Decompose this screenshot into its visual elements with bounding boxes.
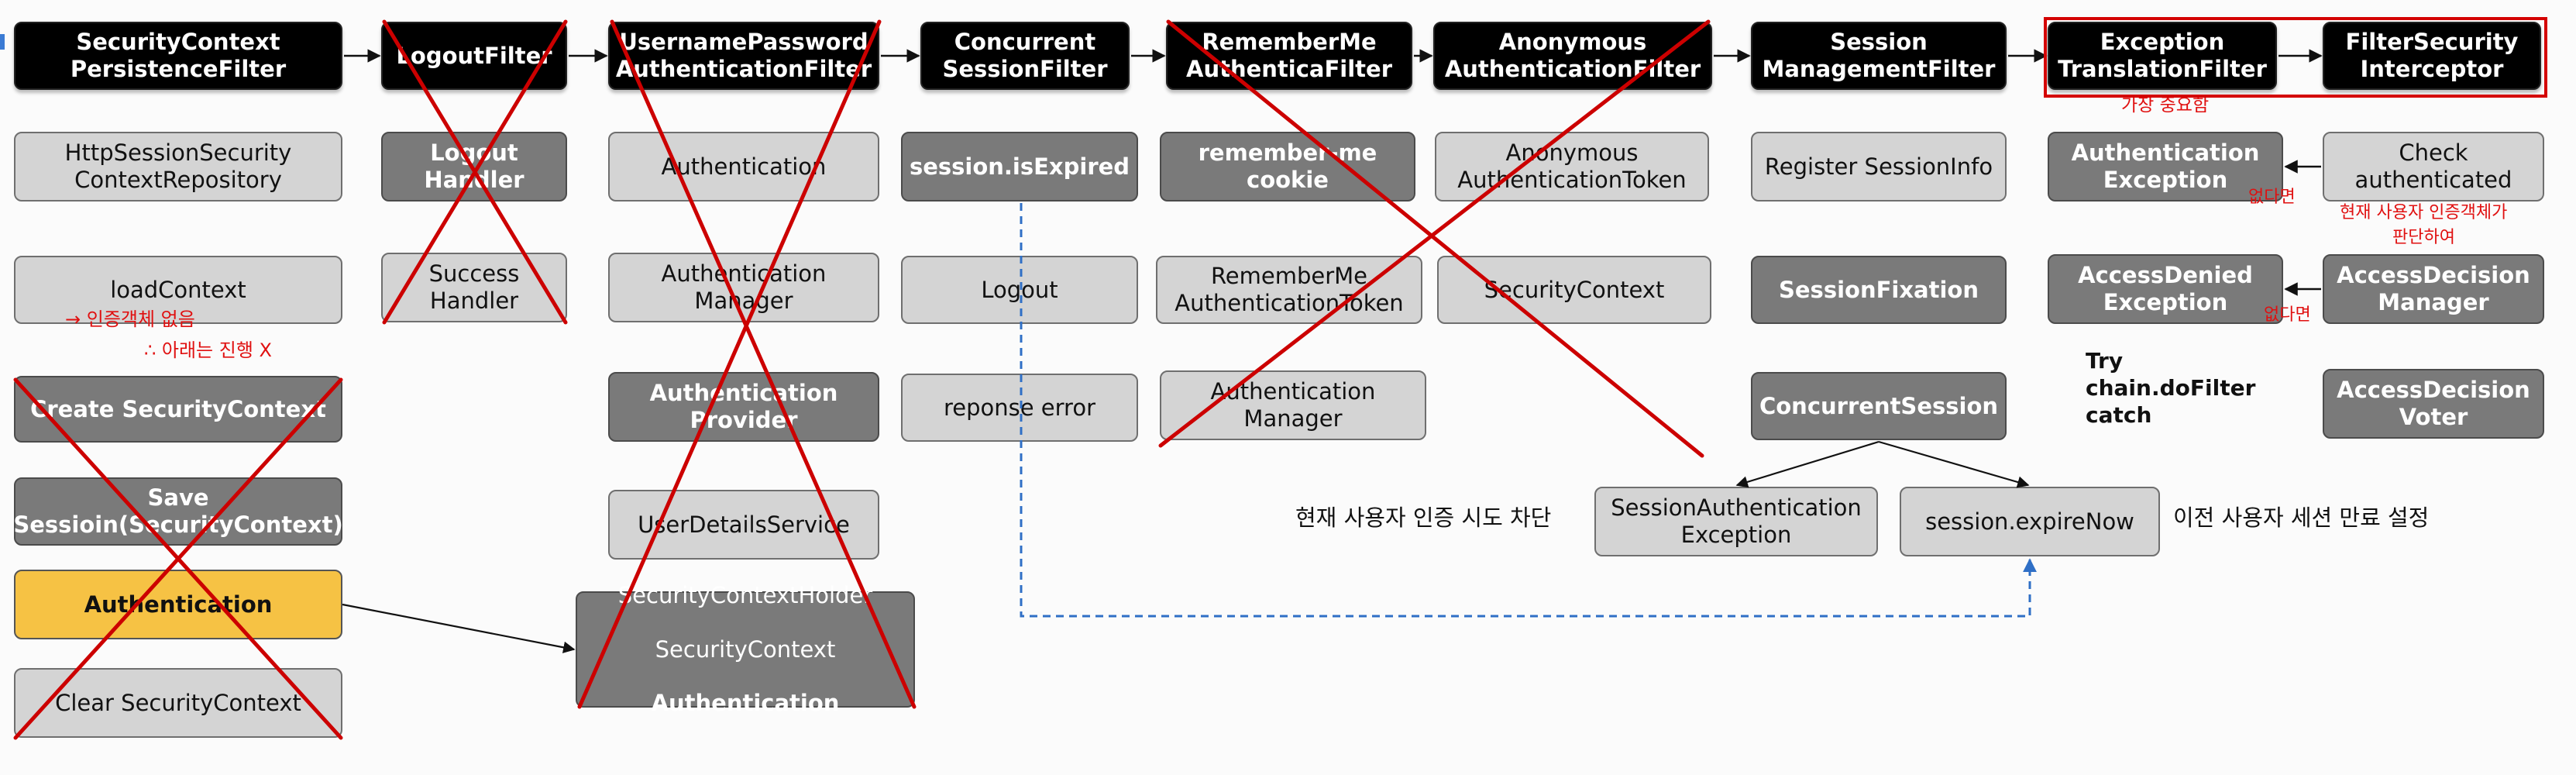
holder-line-3: Authentication [651,690,840,717]
box-reponse-error: reponse error [901,374,1138,442]
annotation-check-current-user: 현재 사용자 인증객체가 [2340,203,2508,222]
filter-exception-translation: Exception TranslationFilter [2048,22,2277,90]
box-userdetails-service: UserDetailsService [608,490,879,560]
box-register-sessioninfo: Register SessionInfo [1751,132,2007,202]
filter-anonymous-authentication: Anonymous AuthenticationFilter [1433,22,1712,90]
box-load-context: loadContext [14,256,342,324]
box-accessdenied-exception: AccessDenied Exception [2048,254,2283,324]
box-anonymous-token: Anonymous AuthenticationToken [1435,132,1709,202]
box-securitycontextholder: SecurityContextHolder SecurityContext Au… [576,582,915,716]
filter-usernamepassword-authentication: UsernamePassword AuthenticationFilter [608,22,879,90]
box-authentication: Authentication [608,132,879,202]
box-session-fixation: SessionFixation [1751,256,2007,324]
filter-concurrent-session: Concurrent SessionFilter [920,22,1130,90]
annotation-priority: 가장 중요함 [2121,95,2210,115]
label-block-current-user: 현재 사용자 인증 시도 차단 [1295,505,1552,531]
box-session-expirenow: session.expireNow [1900,487,2160,556]
box-accessdecision-voter: AccessDecision Voter [2323,369,2544,439]
arrow-authentication-to-holder [342,603,576,653]
annotation-if-none-2: 없다면 [2264,305,2311,325]
box-create-securitycontext: Create SecurityContext [14,376,342,443]
filter-filtersecurity-interceptor: FilterSecurity Interceptor [2323,22,2541,90]
box-authentication-exception: Authentication Exception [2048,132,2283,202]
box-authentication-highlighted: Authentication [14,570,342,639]
annotation-no-auth: → 인증객체 없음 [65,308,195,330]
holder-line-1: SecurityContextHolder [617,582,873,609]
filter-securitycontext-persistence: SecurityContext PersistenceFilter [14,22,342,90]
box-rememberme-token: RememberMe AuthenticationToken [1156,256,1422,324]
annotation-judge: 판단하여 [2392,228,2455,247]
box-authentication-manager: Authentication Manager [608,253,879,322]
left-edge-marker [0,34,5,50]
box-accessdecision-manager: AccessDecision Manager [2323,254,2544,324]
arrow-concurrent-to-exception [1735,440,1880,488]
box-authentication-provider: Authentication Provider [608,372,879,442]
box-check-authenticated: Check authenticated [2323,132,2544,202]
box-rememberme-cookie: remember-me cookie [1160,132,1415,202]
box-logout-handler: Logout Handler [381,132,567,202]
box-clear-securitycontext: Clear SecurityContext [14,668,342,738]
label-try-catch: Try chain.doFilter catch [2086,348,2256,428]
box-httpsession-repository: HttpSessionSecurity ContextRepository [14,132,342,202]
label-expire-previous-session: 이전 사용자 세션 만료 설정 [2173,505,2430,531]
annotation-if-none: 없다면 [2248,188,2296,207]
box-logout-action: Logout [901,256,1138,324]
box-anonymous-securitycontext: SecurityContext [1437,256,1711,324]
box-save-session: Save Sessioin(SecurityContext) [13,477,343,546]
holder-line-2: SecurityContext [655,636,836,663]
box-concurrent-session: ConcurrentSession [1751,372,2007,440]
filter-rememberme-authentication: RememberMe AuthenticaFilter [1166,22,1412,90]
arrow-concurrent-to-expirenow [1878,440,2030,488]
filter-session-management: Session ManagementFilter [1751,22,2007,90]
annotation-not-proceed: ∴ 아래는 진행 X [144,339,272,361]
box-session-isexpired: session.isExpired [901,132,1138,202]
box-rememberme-authentication-manager: Authentication Manager [1160,370,1426,440]
box-session-authentication-exception: SessionAuthentication Exception [1594,487,1878,556]
box-success-handler: Success Handler [381,253,567,322]
filter-logout: LogoutFilter [381,22,567,90]
